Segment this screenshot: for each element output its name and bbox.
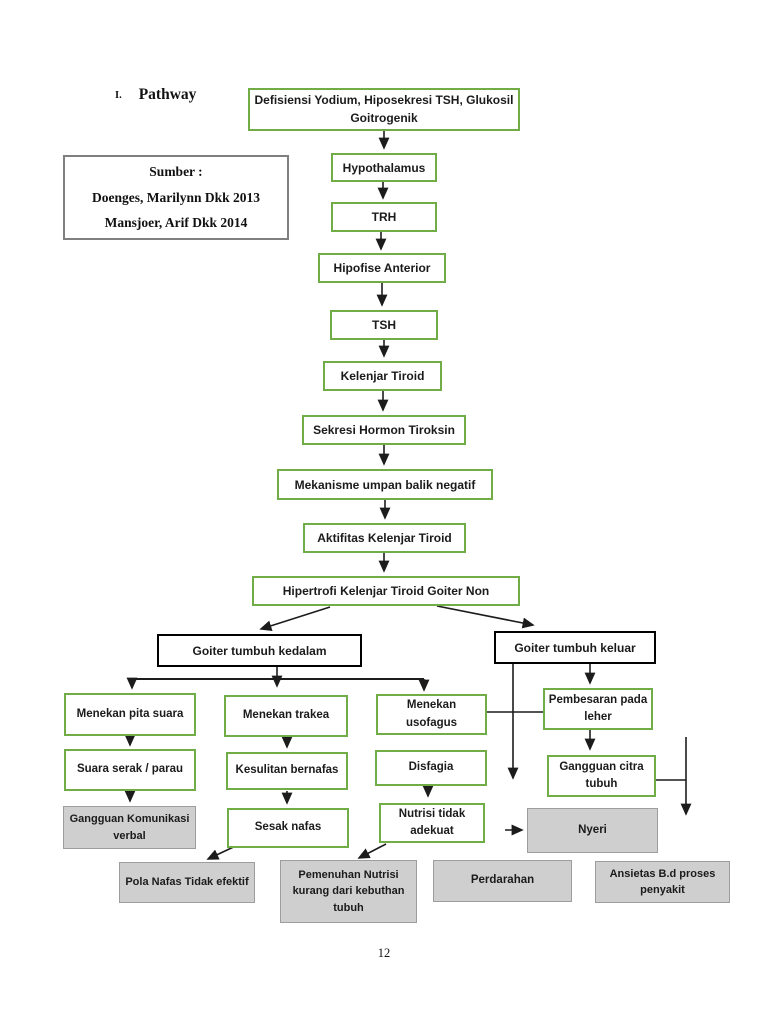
node-sekresi-hormon-tiroksin: Sekresi Hormon Tiroksin: [302, 415, 466, 445]
node-goiter-tumbuh-kedalam: Goiter tumbuh kedalam: [157, 634, 362, 667]
source-title: Sumber :: [149, 164, 203, 179]
section-heading: I. Pathway: [115, 86, 196, 104]
node-menekan-trakea: Menekan trakea: [224, 695, 348, 737]
node-mekanisme-umpan-balik: Mekanisme umpan balik negatif: [277, 469, 493, 500]
node-hypothalamus: Hypothalamus: [331, 153, 437, 182]
source-box: Sumber : Doenges, Marilynn Dkk 2013 Mans…: [63, 155, 289, 240]
node-kelenjar-tiroid: Kelenjar Tiroid: [323, 361, 442, 391]
node-hipofise-anterior: Hipofise Anterior: [318, 253, 446, 283]
node-suara-serak-parau: Suara serak / parau: [64, 749, 196, 791]
node-gangguan-komunikasi-verbal: Gangguan Komunikasi verbal: [63, 806, 196, 849]
page-title: Pathway: [138, 86, 197, 103]
page-number: 12: [377, 946, 391, 960]
edge-hipertrofi-keluar: [436, 605, 535, 629]
node-sesak-nafas: Sesak nafas: [227, 808, 349, 848]
node-nutrisi-tidak-adekuat: Nutrisi tidak adekuat: [379, 803, 485, 843]
node-pemenuhan-nutrisi: Pemenuhan Nutrisi kurang dari kebuthan t…: [280, 860, 417, 923]
node-menekan-usofagus: Menekan usofagus: [376, 694, 487, 735]
node-pembesaran-pada-leher: Pembesaran pada leher: [543, 688, 653, 730]
node-disfagia: Disfagia: [375, 750, 487, 786]
edge-nutrisi-pemenuhan: [357, 843, 387, 859]
node-tsh: TSH: [330, 310, 438, 340]
source-line: Doenges, Marilynn Dkk 2013: [91, 189, 260, 205]
edge-hipertrofi-kedalam: [259, 606, 331, 632]
node-perdarahan: Perdarahan: [433, 860, 572, 902]
node-aktifitas-kelenjar-tiroid: Aktifitas Kelenjar Tiroid: [303, 523, 466, 553]
node-menekan-pita-suara: Menekan pita suara: [64, 693, 196, 736]
node-kesulitan-bernafas: Kesulitan bernafas: [226, 752, 348, 790]
node-hipertrofi-kelenjar: Hipertrofi Kelenjar Tiroid Goiter Non: [252, 576, 520, 606]
source-line: Mansjoer, Arif Dkk 2014: [104, 215, 248, 230]
node-pola-nafas-tidak-efektif: Pola Nafas Tidak efektif: [119, 862, 255, 903]
node-trh: TRH: [331, 202, 437, 232]
section-number: I.: [115, 90, 122, 101]
node-goiter-tumbuh-keluar: Goiter tumbuh keluar: [494, 631, 656, 664]
node-defisiensi: Defisiensi Yodium, Hiposekresi TSH, Gluk…: [248, 88, 520, 131]
node-nyeri: Nyeri: [527, 808, 658, 853]
node-gangguan-citra-tubuh: Gangguan citra tubuh: [547, 755, 656, 797]
node-ansietas: Ansietas B.d proses penyakit: [595, 861, 730, 903]
